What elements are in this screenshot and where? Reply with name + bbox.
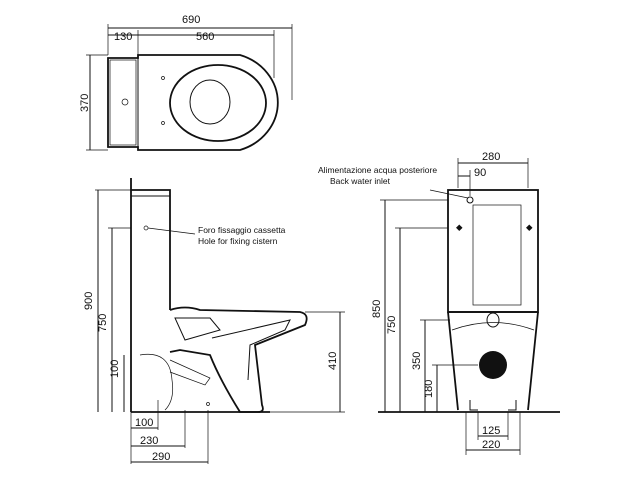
note-inlet-en: Back water inlet xyxy=(330,176,391,186)
front-view-base xyxy=(447,311,539,411)
dim-350: 350 xyxy=(411,352,423,370)
front-view-tank xyxy=(447,189,539,313)
dim-370: 370 xyxy=(79,94,91,112)
dim-290: 290 xyxy=(152,451,170,463)
dim-90: 90 xyxy=(474,167,486,179)
note-hole-en: Hole for fixing cistern xyxy=(198,236,278,246)
dim-230: 230 xyxy=(140,435,158,447)
dim-900: 900 xyxy=(83,292,95,310)
dim-850: 850 xyxy=(371,300,383,318)
dim-750-front: 750 xyxy=(386,316,398,334)
dim-690: 690 xyxy=(182,14,200,26)
svg-text:◆: ◆ xyxy=(456,222,463,232)
dim-125: 125 xyxy=(482,425,500,437)
note-inlet-it: Alimentazione acqua posteriore xyxy=(318,165,437,175)
side-view-tank xyxy=(130,178,171,412)
top-view-seat xyxy=(169,64,267,142)
dim-100-bottom: 100 xyxy=(135,417,153,429)
side-view: Foro fissaggio cassetta Hole for fixing … xyxy=(83,178,345,464)
svg-text:◆: ◆ xyxy=(526,222,533,232)
dim-280: 280 xyxy=(482,151,500,163)
dim-100-left: 100 xyxy=(109,360,121,378)
dim-130: 130 xyxy=(114,31,132,43)
dim-220: 220 xyxy=(482,439,500,451)
top-view-outline xyxy=(107,54,279,151)
note-hole-it: Foro fissaggio cassetta xyxy=(198,225,286,235)
top-view: 690 130 560 370 xyxy=(79,14,293,151)
dim-750: 750 xyxy=(97,314,109,332)
side-view-bowl xyxy=(169,306,308,413)
front-view-drain xyxy=(479,351,507,379)
front-view: ◆ ◆ Alimentazione acqua posteriore Back … xyxy=(318,151,560,455)
dim-180: 180 xyxy=(423,380,435,398)
dim-560: 560 xyxy=(196,31,214,43)
dim-410: 410 xyxy=(327,352,339,370)
